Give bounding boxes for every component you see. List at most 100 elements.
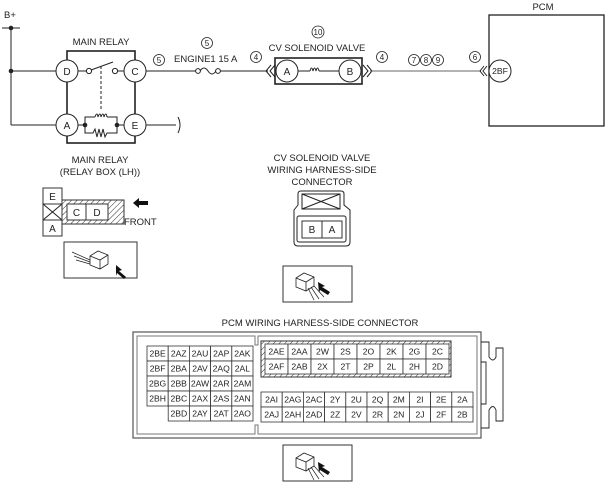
svg-text:D: D: [93, 208, 100, 219]
svg-text:B: B: [309, 225, 316, 236]
svg-text:2BC: 2BC: [170, 394, 187, 404]
svg-text:2R: 2R: [372, 410, 383, 420]
svg-text:B: B: [347, 67, 354, 78]
svg-text:2V: 2V: [351, 410, 362, 420]
pcm-pin-cell: 2AB: [287, 358, 312, 375]
cv-connector-view-icon: [282, 265, 353, 303]
svg-text:2AQ: 2AQ: [213, 364, 231, 374]
harness-ref-badges: 7 8 9: [408, 54, 444, 66]
wire-ref-badge: 4: [250, 51, 262, 63]
svg-text:2AV: 2AV: [192, 364, 208, 374]
cv-connector-face: [296, 215, 347, 243]
svg-text:2I: 2I: [416, 395, 423, 405]
pcm-pin-cell: 2A: [451, 391, 474, 408]
main-relay-title: MAIN RELAY: [73, 37, 131, 48]
cv-valve-title: CV SOLENOID VALVE: [269, 43, 366, 54]
pcm-pin-cell: 2Y: [324, 391, 347, 408]
pcm-pin-cell: 2AU: [188, 345, 211, 362]
cv-pin-a: [321, 220, 343, 239]
pcm-pin-cell: 2J: [408, 406, 431, 423]
svg-text:2BG: 2BG: [149, 379, 167, 389]
pcm-pin-cell: 2P: [356, 358, 381, 375]
valve-ref-badge: 10: [311, 25, 325, 39]
svg-text:2AK: 2AK: [234, 349, 251, 359]
fuse-ref-badge: 5: [201, 37, 213, 49]
pcm-pin-cell: 2AH: [281, 406, 304, 423]
svg-text:A: A: [49, 224, 56, 235]
svg-text:2U: 2U: [351, 395, 362, 405]
svg-text:2A: 2A: [457, 395, 468, 405]
svg-text:2B: 2B: [457, 410, 468, 420]
svg-text:2AP: 2AP: [213, 349, 230, 359]
svg-text:2BF: 2BF: [150, 364, 166, 374]
blank-pin-cross: [42, 203, 63, 221]
svg-text:2AL: 2AL: [235, 364, 251, 374]
pcm-pin-cell: 2AQ: [210, 360, 233, 377]
svg-text:2BH: 2BH: [149, 394, 166, 404]
pcm-pin-cell: 2AE: [264, 343, 289, 360]
pcm-pin-cell: 2U: [345, 391, 368, 408]
pcm-pin-cell: 2H: [402, 358, 427, 375]
pcm-pin-cell: 2F: [430, 406, 453, 423]
pcm-pin-cell: 2BD: [167, 405, 190, 422]
main-relay-box: [66, 50, 136, 144]
pcm-pin-cell: 2R: [366, 406, 389, 423]
svg-text:C: C: [73, 208, 80, 219]
svg-text:10: 10: [314, 28, 323, 37]
pcm-pin-cell: 2AZ: [167, 345, 190, 362]
relay-connector-title-1: MAIN RELAY: [72, 155, 130, 166]
svg-text:C: C: [131, 67, 138, 78]
relay-switch: [78, 61, 124, 110]
svg-text:2AR: 2AR: [213, 379, 230, 389]
svg-text:2G: 2G: [409, 347, 421, 357]
pcm-pin-cell: 2BF: [146, 360, 169, 377]
pcm-pin-cell: 2E: [430, 391, 453, 408]
relay-terminal-e: E: [123, 113, 147, 137]
pcm-pin-cell: 2AW: [188, 375, 211, 392]
svg-text:2AO: 2AO: [234, 409, 252, 419]
svg-text:2Y: 2Y: [330, 395, 341, 405]
valve-coil: [298, 67, 339, 72]
pcm-pin-cell: 2BB: [167, 375, 190, 392]
pcm-pin-cell: 2AL: [231, 360, 254, 377]
pcm-pin-cell: 2AN: [231, 390, 254, 407]
svg-text:8: 8: [424, 56, 429, 65]
relay-connector-view-icon: [63, 241, 138, 279]
svg-text:6: 6: [473, 53, 478, 62]
svg-text:D: D: [63, 67, 70, 78]
svg-text:2AJ: 2AJ: [264, 410, 279, 420]
svg-text:2AT: 2AT: [214, 409, 230, 419]
pcm-pin-cell: 2X: [310, 358, 335, 375]
svg-text:2M: 2M: [393, 395, 405, 405]
svg-text:2AE: 2AE: [268, 347, 285, 357]
pcm-pin-cell: 2N: [387, 406, 410, 423]
svg-text:2L: 2L: [387, 362, 397, 372]
pcm-pin-cell: 2Q: [366, 391, 389, 408]
cv-valve-box: [274, 57, 363, 85]
cv-latch-cross: [301, 193, 341, 210]
svg-text:2T: 2T: [340, 362, 351, 372]
pcm-terminal-2bf: 2BF: [488, 59, 512, 83]
pcm-connector-inner: [136, 335, 478, 435]
cv-connector-housing: [293, 190, 351, 247]
fuse-engine1: [195, 67, 221, 75]
svg-text:2BB: 2BB: [171, 379, 188, 389]
svg-text:E: E: [49, 192, 56, 203]
svg-text:4: 4: [254, 53, 259, 62]
svg-text:2E: 2E: [436, 395, 447, 405]
svg-text:2BE: 2BE: [149, 349, 166, 359]
svg-text:5: 5: [157, 56, 162, 65]
svg-text:A: A: [329, 225, 336, 236]
pcm-pin-cell: 2AI: [260, 391, 283, 408]
svg-text:2J: 2J: [415, 410, 424, 420]
svg-text:2BF: 2BF: [492, 66, 508, 76]
svg-text:2O: 2O: [363, 347, 375, 357]
svg-text:2AY: 2AY: [192, 409, 208, 419]
pcm-pin-cell: 2L: [379, 358, 404, 375]
svg-text:2AD: 2AD: [306, 410, 323, 420]
svg-text:9: 9: [436, 56, 441, 65]
